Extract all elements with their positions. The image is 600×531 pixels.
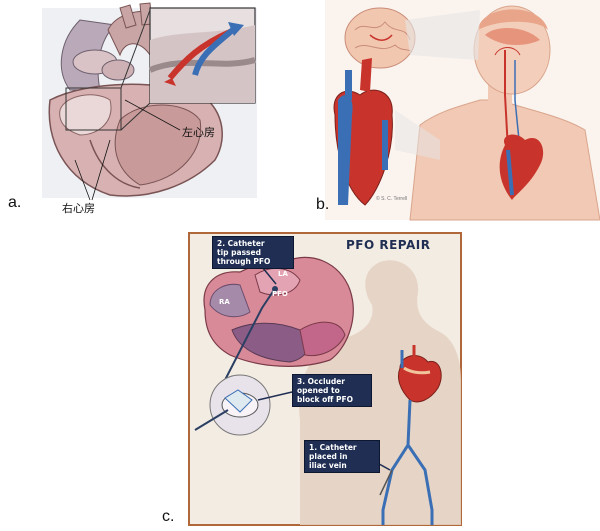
image-credit: © S. C. Terrell — [376, 196, 408, 202]
right-atrium-label: 右心房 — [62, 202, 95, 215]
la-label: LA — [278, 270, 288, 278]
panel-b-label: b. — [316, 196, 330, 213]
panel-a-label: a. — [8, 194, 22, 211]
step-2-callout: 2. Catheter tip passed through PFO — [212, 236, 294, 269]
ra-label: RA — [219, 298, 230, 306]
panel-c-label: c. — [162, 508, 175, 525]
step-1-callout: 1. Catheter placed in iliac vein — [304, 440, 380, 473]
pfo-label: PFO — [272, 290, 288, 298]
pfo-repair-title: PFO REPAIR — [346, 238, 431, 252]
step-3-callout: 3. Occluder opened to block off PFO — [292, 374, 372, 407]
left-atrium-label: 左心房 — [182, 126, 215, 139]
